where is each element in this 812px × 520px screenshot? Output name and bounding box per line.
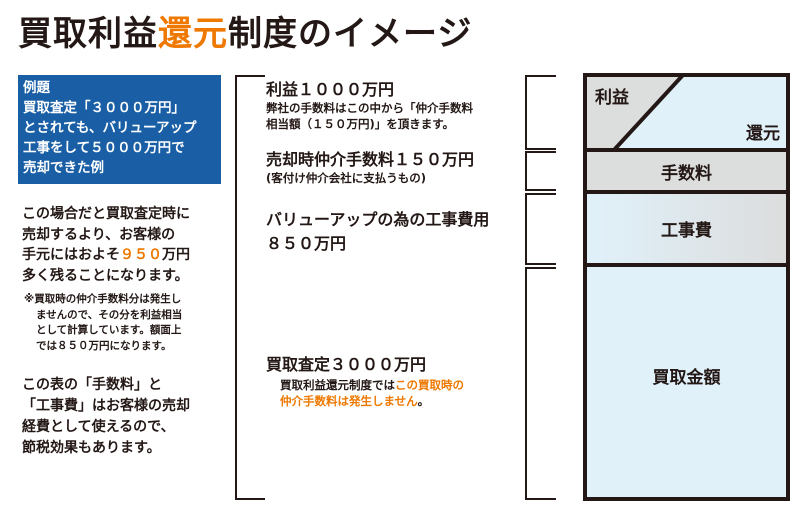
tax-explanation: この表の「手数料」と 「工事費」はお客様の売却 経費として使えるので、 節税効果… [22, 377, 190, 456]
diagonal-divider [587, 77, 684, 148]
explanation: この場合だと買取査定時に 売却するより、お客様の 手元にはおよそ９５０万円 多く… [22, 206, 190, 284]
purchase-bracket [525, 267, 556, 500]
sale-price-bracket [235, 75, 265, 500]
construction-bracket [525, 193, 556, 265]
fee-bracket [525, 151, 556, 191]
fee-segment: 手数料 [587, 148, 786, 190]
price-breakdown-bar: 利益 還元 手数料 工事費 買取金額 [583, 73, 790, 501]
construction-description: バリューアップの為の工事費用 ８５０万円 [266, 210, 490, 253]
page-title: 買取利益還元制度のイメージ [18, 14, 473, 54]
example-box: 例題 買取査定「３０００万円」 とされても、バリューアップ 工事をして５０００万… [18, 75, 221, 184]
profit-bracket [525, 75, 556, 150]
purchase-description: 買取査定３０００万円 買取利益還元制度ではこの買取時の 仲介手数料は発生しません… [266, 355, 464, 408]
construction-segment: 工事費 [587, 190, 786, 263]
profit-return-segment: 利益 還元 [587, 77, 786, 148]
profit-description: 利益１０００万円 弊社の手数料はこの中から「仲介手数料 相当額（１５０万円)」を… [266, 80, 473, 131]
purchase-segment: 買取金額 [587, 263, 786, 497]
footnote: ※買取時の仲介手数料分は発生し ませんので、その分を利益相当 として計算していま… [24, 293, 183, 352]
fee-description: 売却時仲介手数料１５０万円 (客付け仲介会社に支払うもの) [266, 150, 475, 185]
